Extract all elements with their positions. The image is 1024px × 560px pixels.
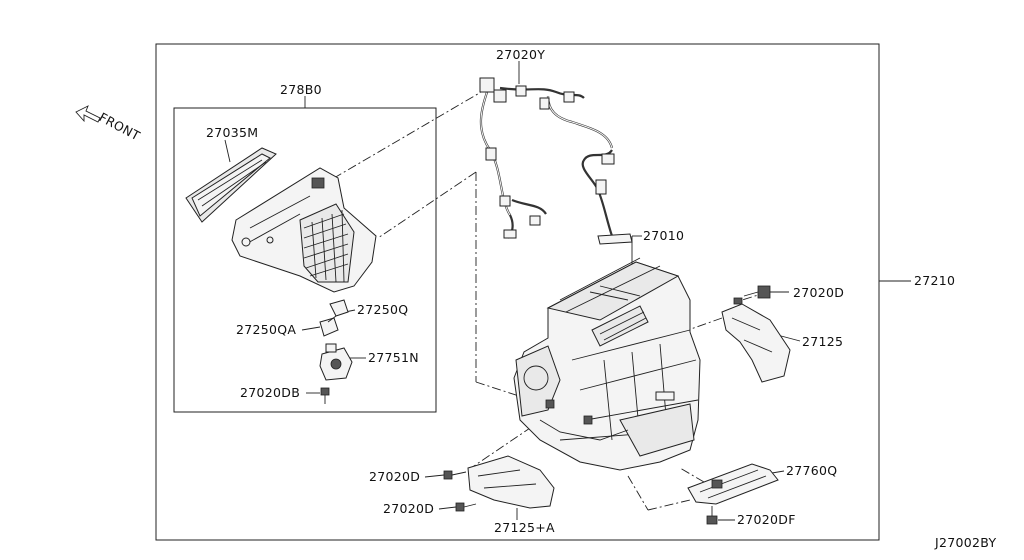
filter-27035M (185, 147, 277, 223)
label-27020DB: 27020DB (240, 385, 300, 400)
label-27125: 27125 (802, 334, 843, 349)
actuator-linkage (319, 299, 349, 337)
front-arrow-icon (75, 105, 101, 123)
label-27210: 27210 (914, 273, 955, 288)
wiring-harness (479, 77, 633, 245)
label-27020D-left2: 27020D (383, 501, 434, 516)
duct-27125 (721, 303, 791, 383)
heater-unit-27010 (513, 257, 701, 471)
screw-27020DB (320, 387, 330, 404)
bracket-27760Q (687, 463, 779, 505)
label-27020D-left1: 27020D (369, 469, 420, 484)
assembly-frame (155, 43, 880, 541)
label-27250QA: 27250QA (236, 322, 296, 337)
label-278B0: 278B0 (280, 82, 322, 97)
label-27020DF: 27020DF (737, 512, 796, 527)
label-27010: 27010 (643, 228, 684, 243)
screw-27020D-left2 (455, 502, 477, 512)
label-27020D-top: 27020D (793, 285, 844, 300)
label-27751N: 27751N (368, 350, 419, 365)
screw-27020D-top (733, 285, 771, 305)
front-label: FRONT (97, 109, 143, 143)
label-27125A: 27125+A (494, 520, 555, 535)
label-27035M: 27035M (206, 125, 258, 140)
label-27020Y: 27020Y (496, 47, 545, 62)
screw-27020D-left1 (443, 470, 467, 480)
diagram-code: J27002BY (934, 535, 996, 550)
screw-27020DF (706, 506, 718, 525)
intake-housing-278B0 (231, 167, 377, 293)
motor-27751N (319, 343, 353, 381)
label-27760Q: 27760Q (786, 463, 837, 478)
guide-lines (333, 87, 769, 511)
label-27250Q: 27250Q (357, 302, 408, 317)
duct-27125A (467, 455, 555, 509)
